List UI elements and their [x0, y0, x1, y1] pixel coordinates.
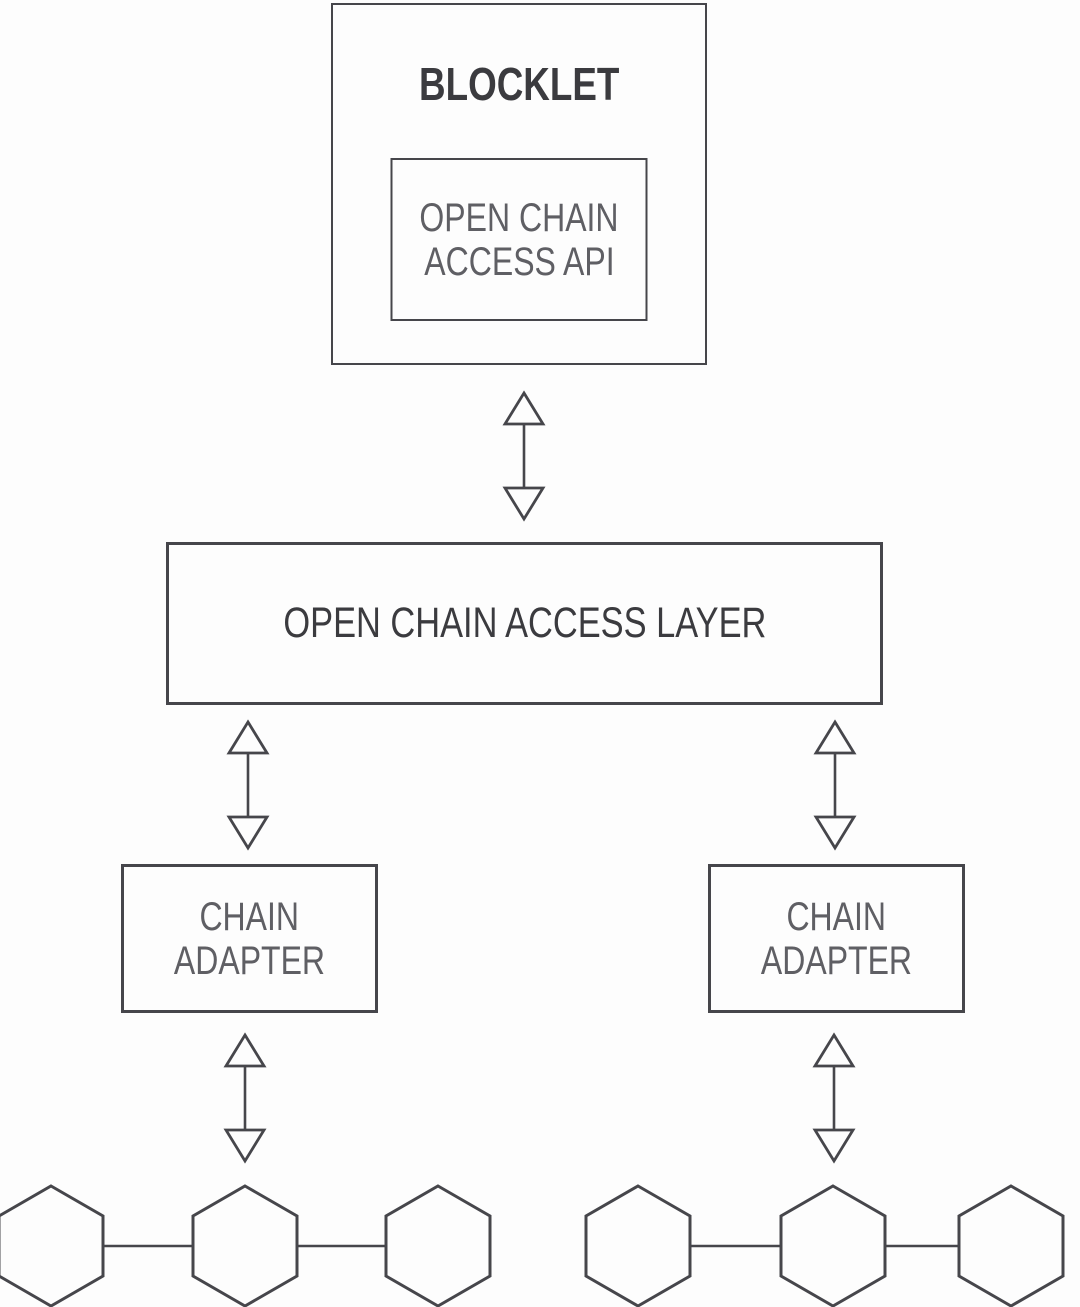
- hexagon-node-icon: [0, 1184, 105, 1307]
- hexagon-node-icon: [779, 1184, 887, 1307]
- adapter-left-line1: CHAIN: [199, 894, 300, 939]
- double-arrow-layer-right-adapter: [810, 719, 860, 851]
- double-arrow-layer-left-adapter: [223, 719, 273, 851]
- api-label-line1: OPEN CHAIN: [419, 195, 619, 240]
- blocklet-title-text: BLOCKLET: [418, 58, 620, 110]
- blocklet-title: BLOCKLET: [333, 5, 705, 107]
- double-arrow-blocklet-layer: [499, 390, 549, 522]
- chain-adapter-box-left: CHAIN ADAPTER: [121, 864, 378, 1013]
- hexagon-node-icon: [384, 1184, 492, 1307]
- hexagon-node-icon: [957, 1184, 1065, 1307]
- double-headed-vertical-arrow-icon: [502, 390, 546, 522]
- blockchain-networks: [0, 1184, 1065, 1307]
- api-label-line2: ACCESS API: [423, 239, 615, 284]
- hexagon-node-icon: [584, 1184, 692, 1307]
- access-layer-label: OPEN CHAIN ACCESS LAYER: [282, 599, 766, 647]
- adapter-right-line1: CHAIN: [786, 894, 887, 939]
- double-headed-vertical-arrow-icon: [223, 1032, 267, 1164]
- double-headed-vertical-arrow-icon: [812, 1032, 856, 1164]
- adapter-right-line2: ADAPTER: [760, 938, 913, 983]
- adapter-left-line2: ADAPTER: [173, 938, 326, 983]
- open-chain-access-api-box: OPEN CHAIN ACCESS API: [390, 158, 648, 321]
- open-chain-access-layer-box: OPEN CHAIN ACCESS LAYER: [166, 542, 883, 705]
- blocklet-box: BLOCKLET OPEN CHAIN ACCESS API: [331, 3, 707, 365]
- double-arrow-right-adapter-chain: [809, 1032, 859, 1164]
- hexagon-node-icon: [191, 1184, 299, 1307]
- double-headed-vertical-arrow-icon: [226, 719, 270, 851]
- chain-adapter-box-right: CHAIN ADAPTER: [708, 864, 965, 1013]
- double-headed-vertical-arrow-icon: [813, 719, 857, 851]
- double-arrow-left-adapter-chain: [220, 1032, 270, 1164]
